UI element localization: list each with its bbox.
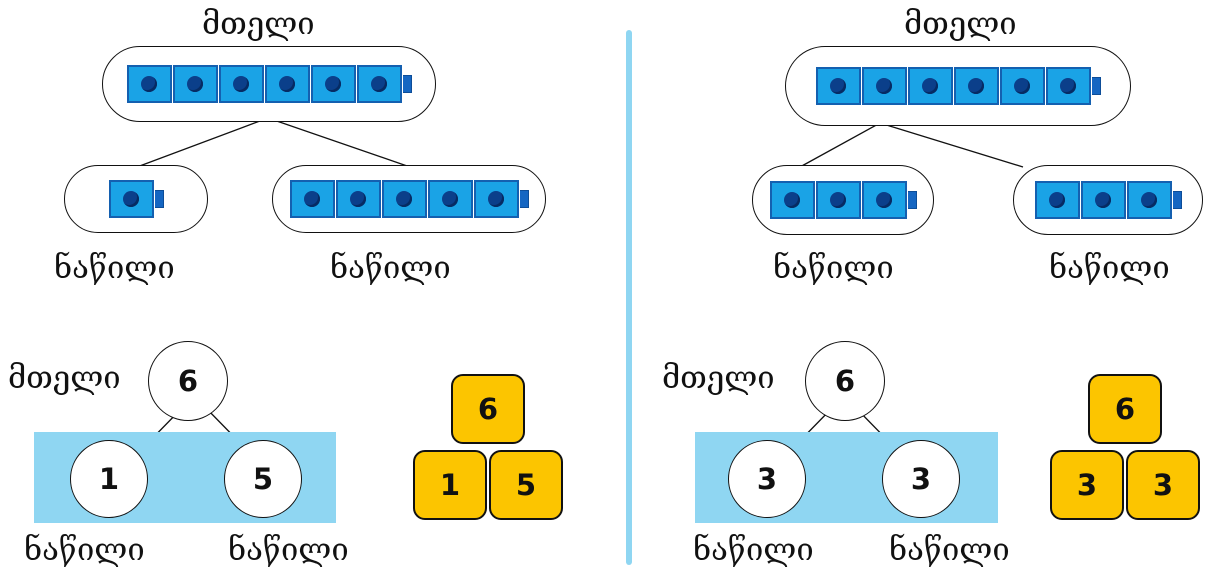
cube-hole — [1141, 192, 1157, 208]
linking-cube — [1126, 181, 1172, 219]
linking-cube — [907, 67, 953, 105]
part-cubes-pill-left — [752, 165, 934, 235]
whole-cube-train — [815, 67, 1101, 105]
cube-hole — [187, 76, 203, 92]
linking-cube — [427, 180, 473, 218]
cube-hole — [396, 191, 412, 207]
part-cube-train-left — [108, 180, 164, 218]
cube-connector-nub — [1172, 191, 1182, 209]
linking-cube — [473, 180, 519, 218]
part-label-left: ნაწილი — [773, 250, 894, 286]
whole-label-top: მთელი — [202, 6, 315, 42]
linking-cube — [861, 67, 907, 105]
whole-cube-train — [126, 65, 412, 103]
number-bond-part-label-right: ნაწილი — [228, 532, 349, 568]
cube-hole — [123, 191, 139, 207]
block-bottom-left: 1 — [413, 450, 487, 520]
linking-cube — [1080, 181, 1126, 219]
part-cubes-pill-right — [1013, 165, 1203, 235]
linking-cube — [172, 65, 218, 103]
linking-cube — [861, 181, 907, 219]
linking-cube — [815, 181, 861, 219]
linking-cube — [310, 65, 356, 103]
block-bottom-right: 5 — [489, 450, 563, 520]
number-bond-part-circle-right: 5 — [224, 440, 302, 518]
number-bond-part-label-left: ნაწილი — [693, 532, 814, 568]
whole-cubes-pill — [785, 46, 1131, 126]
part-cube-train-left — [769, 181, 917, 219]
part-cubes-pill-left — [64, 165, 208, 233]
number-bond-whole-label: მთელი — [662, 360, 775, 396]
block-top: 6 — [1088, 374, 1162, 444]
linking-cube — [218, 65, 264, 103]
cube-hole — [371, 76, 387, 92]
number-bond-part-circle-left: 1 — [70, 440, 148, 518]
cube-hole — [784, 192, 800, 208]
number-bond-part-label-left: ნაწილი — [24, 532, 145, 568]
cube-hole — [922, 78, 938, 94]
linking-cube — [953, 67, 999, 105]
whole-label-top: მთელი — [904, 6, 1017, 42]
linking-cube — [1045, 67, 1091, 105]
part-label-right: ნაწილი — [1049, 250, 1170, 286]
cube-hole — [233, 76, 249, 92]
cube-hole — [1014, 78, 1030, 94]
number-bond-whole-circle: 6 — [148, 341, 228, 421]
cube-connector-nub — [402, 75, 412, 93]
cube-connector-nub — [154, 190, 164, 208]
number-bond-part-circle-right: 3 — [882, 440, 960, 518]
linking-cube — [335, 180, 381, 218]
linking-cube — [769, 181, 815, 219]
cube-hole — [830, 78, 846, 94]
panel-left: მთელი ნაწილი ნაწილი მთელი 6 1 5 ნაწილი ნ… — [0, 0, 600, 572]
cube-hole — [141, 76, 157, 92]
cube-hole — [442, 191, 458, 207]
cube-hole — [304, 191, 320, 207]
panel-right: მთელი ნაწილი ნაწილი მთელი 6 3 3 ნაწილი ნ… — [609, 0, 1209, 572]
cube-hole — [1049, 192, 1065, 208]
cube-hole — [876, 78, 892, 94]
block-bottom-left: 3 — [1050, 450, 1124, 520]
part-label-right: ნაწილი — [330, 250, 451, 286]
cube-connector-nub — [907, 191, 917, 209]
linking-cube — [999, 67, 1045, 105]
cube-hole — [279, 76, 295, 92]
linking-cube — [126, 65, 172, 103]
block-bottom-right: 3 — [1126, 450, 1200, 520]
linking-cube — [1034, 181, 1080, 219]
cube-hole — [830, 192, 846, 208]
cube-connector-nub — [519, 190, 529, 208]
cube-hole — [876, 192, 892, 208]
linking-cube — [356, 65, 402, 103]
number-bond-part-label-right: ნაწილი — [889, 532, 1010, 568]
part-cube-train-right — [1034, 181, 1182, 219]
whole-cubes-pill — [102, 46, 436, 122]
cube-hole — [325, 76, 341, 92]
cube-hole — [488, 191, 504, 207]
cube-hole — [1060, 78, 1076, 94]
number-bond-whole-label: მთელი — [8, 360, 121, 396]
linking-cube — [815, 67, 861, 105]
linking-cube — [289, 180, 335, 218]
cube-hole — [968, 78, 984, 94]
linking-cube — [381, 180, 427, 218]
cube-connector-nub — [1091, 77, 1101, 95]
cube-hole — [1095, 192, 1111, 208]
part-cube-train-right — [289, 180, 529, 218]
part-cubes-pill-right — [272, 165, 546, 233]
panel-divider — [626, 30, 632, 565]
number-bond-whole-circle: 6 — [805, 341, 885, 421]
linking-cube — [108, 180, 154, 218]
part-label-left: ნაწილი — [54, 250, 175, 286]
block-top: 6 — [451, 374, 525, 444]
number-bond-part-circle-left: 3 — [728, 440, 806, 518]
cube-hole — [350, 191, 366, 207]
linking-cube — [264, 65, 310, 103]
